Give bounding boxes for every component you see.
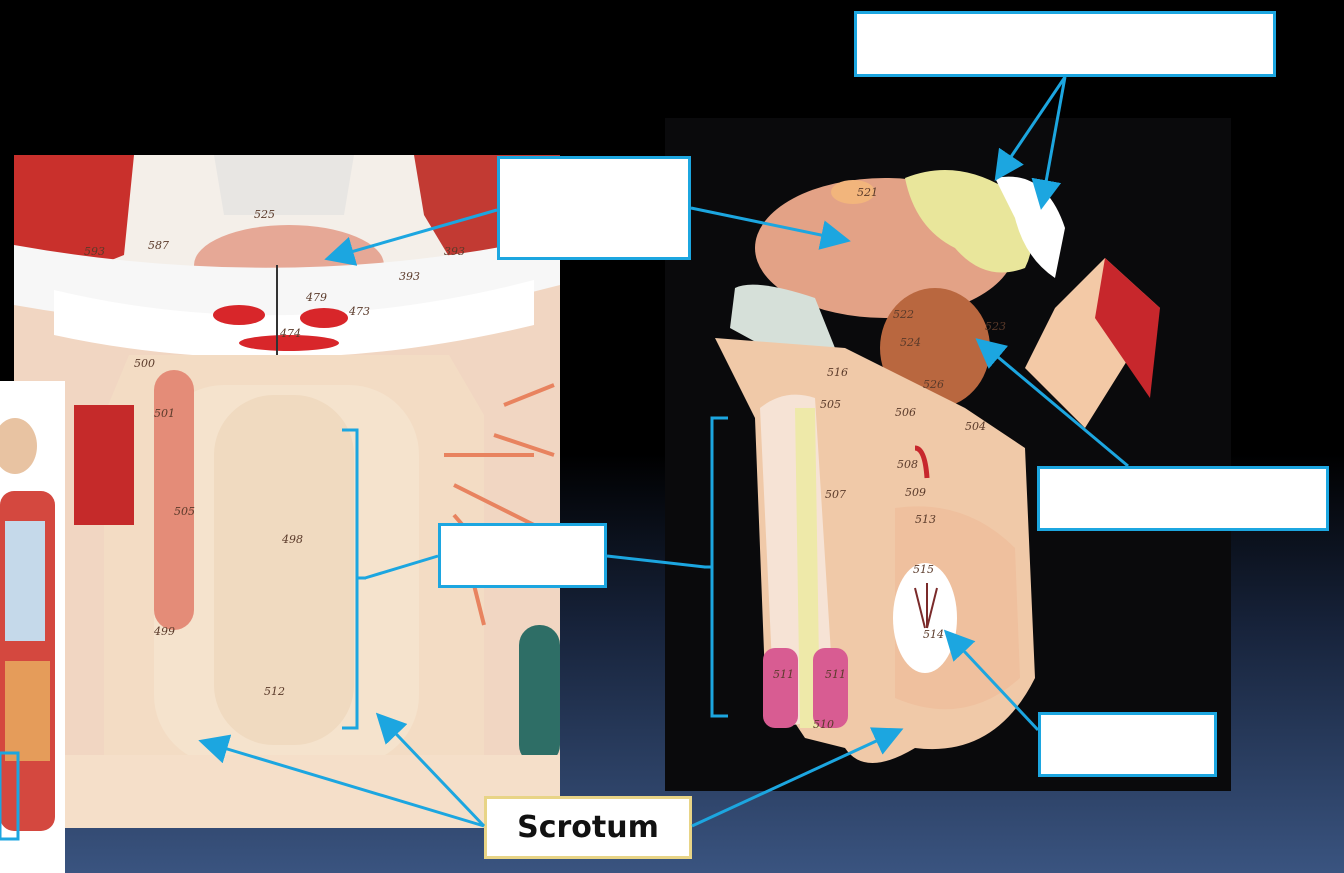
svg-text:393: 393 bbox=[444, 245, 465, 258]
side-body-figure bbox=[0, 381, 65, 873]
svg-text:505: 505 bbox=[820, 398, 841, 411]
svg-text:514: 514 bbox=[923, 628, 944, 641]
svg-text:506: 506 bbox=[895, 406, 916, 419]
blank-label-mid-left[interactable] bbox=[497, 156, 691, 260]
svg-text:393: 393 bbox=[399, 270, 420, 283]
svg-text:512: 512 bbox=[264, 685, 285, 698]
blank-label-right-upper[interactable] bbox=[1037, 466, 1329, 531]
svg-text:516: 516 bbox=[827, 366, 848, 379]
svg-text:504: 504 bbox=[965, 420, 986, 433]
svg-text:474: 474 bbox=[279, 327, 301, 340]
svg-text:523: 523 bbox=[985, 320, 1006, 333]
blank-label-center[interactable] bbox=[438, 523, 607, 588]
svg-text:510: 510 bbox=[813, 718, 834, 731]
svg-text:513: 513 bbox=[915, 513, 936, 526]
svg-text:511: 511 bbox=[773, 668, 794, 681]
scrotum-label: Scrotum bbox=[484, 796, 692, 859]
blank-label-right-lower[interactable] bbox=[1038, 712, 1217, 777]
svg-text:499: 499 bbox=[153, 625, 175, 638]
svg-text:500: 500 bbox=[134, 357, 155, 370]
svg-text:587: 587 bbox=[148, 239, 169, 252]
svg-text:479: 479 bbox=[305, 291, 327, 304]
svg-text:505: 505 bbox=[174, 505, 195, 518]
svg-text:525: 525 bbox=[254, 208, 275, 221]
svg-text:522: 522 bbox=[893, 308, 914, 321]
svg-text:508: 508 bbox=[897, 458, 918, 471]
svg-text:473: 473 bbox=[348, 305, 370, 318]
svg-text:521: 521 bbox=[857, 186, 878, 199]
svg-text:515: 515 bbox=[913, 563, 934, 576]
svg-text:498: 498 bbox=[281, 533, 303, 546]
svg-text:593: 593 bbox=[84, 245, 105, 258]
svg-text:507: 507 bbox=[825, 488, 846, 501]
blank-label-top[interactable] bbox=[854, 11, 1276, 77]
svg-text:511: 511 bbox=[825, 668, 846, 681]
svg-text:501: 501 bbox=[154, 407, 175, 420]
svg-text:524: 524 bbox=[900, 336, 921, 349]
svg-text:526: 526 bbox=[923, 378, 944, 391]
svg-text:509: 509 bbox=[905, 486, 926, 499]
